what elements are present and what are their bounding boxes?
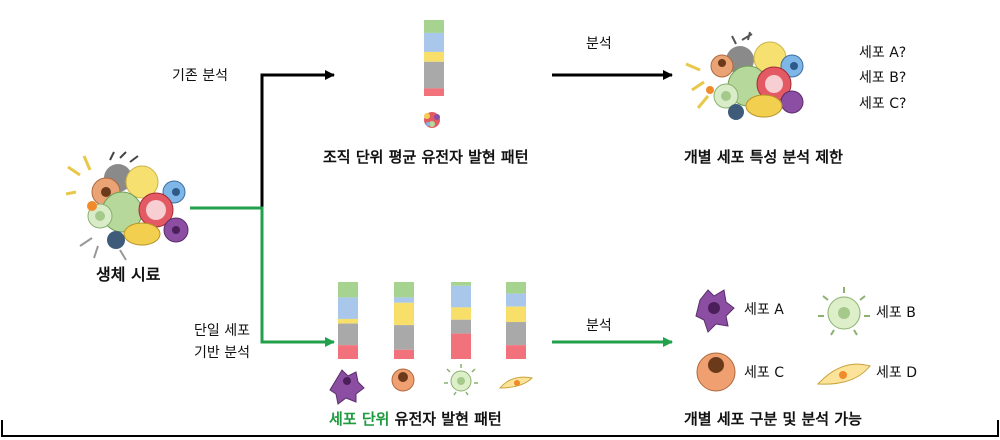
cell-bar-4-segment-green xyxy=(506,282,526,294)
bulk-bar-segment-green xyxy=(424,20,444,33)
cell-bar-1-segment-blue xyxy=(338,297,358,319)
conventional-analysis-arrow xyxy=(190,70,335,210)
purple-spiky-cell-icon xyxy=(695,289,735,333)
bulk-expression-bar xyxy=(424,20,444,96)
cell-expression-bar-1 xyxy=(338,282,358,359)
cell-expression-bar-3 xyxy=(451,282,471,359)
cell-bar-3-segment-red xyxy=(451,333,471,359)
single-cell-label-line2: 기반 분석 xyxy=(194,345,250,361)
cell-bar-1-segment-green xyxy=(338,282,358,298)
cell-pattern-caption: 세포 단위 유전자 발현 패턴 xyxy=(329,409,502,429)
cell-bar-2-segment-gray xyxy=(394,325,414,350)
conventional-analysis-label: 기존 분석 xyxy=(172,68,228,84)
cell-icon-under-bar-3 xyxy=(444,364,478,396)
bulk-bar-segment-gray xyxy=(424,61,444,89)
cell-bar-2-segment-red xyxy=(394,349,414,359)
unknown-cell-c: 세포 C? xyxy=(859,96,907,112)
mixed-tissue-icon xyxy=(424,112,440,128)
cell-bar-2-segment-green xyxy=(394,282,414,298)
yellow-elongated-cell-icon xyxy=(816,363,871,385)
legend-label-cell-d: 세포 D xyxy=(876,365,917,381)
cell-bar-2-segment-yellow xyxy=(394,302,414,326)
cell-bar-1-segment-yellow xyxy=(338,318,358,324)
unresolved-cell-cluster-icon xyxy=(685,31,804,120)
cell-bar-4-segment-blue xyxy=(506,293,526,307)
green-ciliated-cell-icon xyxy=(818,287,870,336)
single-cell-analysis-arrow xyxy=(190,206,335,347)
bulk-pattern-caption: 조직 단위 평균 유전자 발현 패턴 xyxy=(323,148,529,166)
tissue-sample-icon xyxy=(65,151,189,261)
analysis-label-bottom: 분석 xyxy=(586,318,612,334)
cell-icon-under-bar-4 xyxy=(498,376,534,389)
cell-expression-bar-2 xyxy=(394,282,414,359)
cell-bar-3-segment-blue xyxy=(451,285,471,308)
bulk-bar-segment-blue xyxy=(424,32,444,52)
cell-bar-1-segment-red xyxy=(338,345,358,359)
cell-bar-4-segment-gray xyxy=(506,322,526,346)
single-cell-analysis-label: 단일 세포 기반 분석 xyxy=(164,320,250,364)
bulk-result-caption: 개별 세포 특성 분석 제한 xyxy=(684,148,843,166)
legend-label-cell-a: 세포 A xyxy=(744,302,784,318)
cell-bar-4-segment-yellow xyxy=(506,306,526,323)
cell-bar-2-segment-blue xyxy=(394,297,414,303)
cell-bar-3-segment-gray xyxy=(451,319,471,334)
unknown-cell-a: 세포 A? xyxy=(859,45,907,61)
sample-label: 생체 시료 xyxy=(96,265,161,284)
cell-bar-3-segment-yellow xyxy=(451,307,471,320)
frame-bottom-border xyxy=(1,420,999,437)
cell-icon-under-bar-1 xyxy=(329,369,365,405)
legend-label-cell-b: 세포 B xyxy=(876,305,916,321)
single-cell-label-line1: 단일 세포 xyxy=(194,323,250,339)
legend-label-cell-c: 세포 C xyxy=(744,365,784,381)
analysis-label-top: 분석 xyxy=(586,36,612,52)
cell-pattern-highlight: 세포 단위 xyxy=(329,410,390,428)
bulk-bar-segment-yellow xyxy=(424,51,444,62)
cell-icon-under-bar-2 xyxy=(391,368,415,392)
cell-bar-1-segment-gray xyxy=(338,323,358,346)
unknown-cell-b: 세포 B? xyxy=(859,70,907,86)
bulk-bar-segment-red xyxy=(424,88,444,96)
cell-result-caption: 개별 세포 구분 및 분석 가능 xyxy=(684,410,862,428)
orange-round-cell-icon xyxy=(696,352,736,392)
cell-bar-3-segment-green xyxy=(451,282,471,286)
cell-pattern-rest: 유전자 발현 패턴 xyxy=(389,410,502,428)
cell-bar-4-segment-red xyxy=(506,345,526,359)
cell-expression-bar-4 xyxy=(506,282,526,359)
